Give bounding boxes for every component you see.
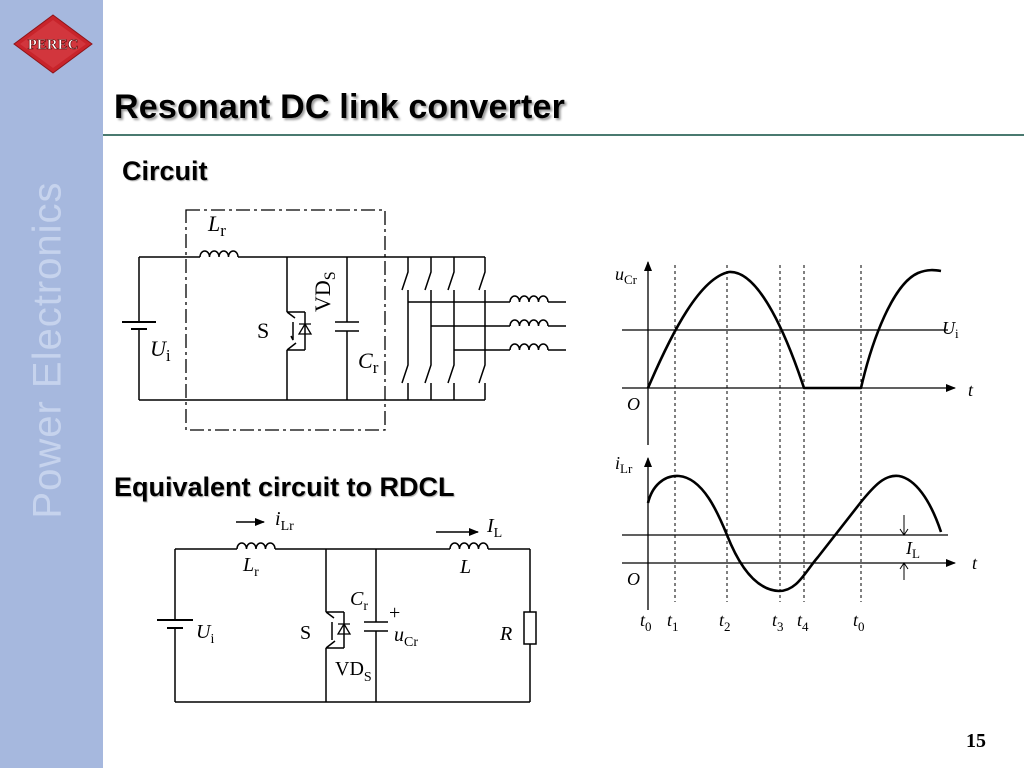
label-t2: t2 [719,610,731,634]
waveform-diagram: uCr Ui t O iLr IL t O t0 t1 t2 t3 t4 t0 [615,261,978,634]
label-t-upper: t [968,380,974,400]
label-t0: t0 [640,610,652,634]
label-t4: t4 [797,610,809,634]
waveform-labels: uCr Ui t O iLr IL t O t0 t1 t2 t3 t4 t0 [615,264,978,634]
equiv-label-ilr: iLr [275,508,294,534]
equiv-label-vds: VDS [335,658,372,685]
circuit-capacitor-cr [335,257,359,400]
equivalent-circuit [157,518,537,703]
label-t1: t1 [667,610,679,634]
equiv-dc-source [157,619,193,629]
slide-title: Resonant DC link converter [114,88,566,126]
circuit-inverter-leg-2 [424,257,432,400]
circuit-inverter-leg-1 [401,257,409,400]
circuit-switch-wire [286,257,306,400]
circuit-dc-source [122,321,156,330]
ilr-waveform [646,474,943,593]
equiv-label-r: R [499,623,512,645]
circuit-inductor-lr [199,250,239,258]
circuit-inverter-leg-4 [478,257,486,400]
equiv-label-l: L [459,556,471,578]
circuit-label-cr: Cr [358,348,379,377]
ucr-waveform [646,268,942,390]
section-heading-circuit: Circuit [122,156,208,186]
circuit-label-vds: VDS [310,271,339,312]
logo-text: PEREC [28,37,79,53]
circuit-label-s: S [257,318,269,343]
sidebar: PEREC Power Electronics [0,0,103,768]
equiv-label-lr: Lr [242,554,259,580]
circuit-label-lr: Lr [207,211,226,240]
equiv-label-il: IL [486,515,502,541]
label-o-upper: O [627,394,640,414]
waveform-curves [646,268,943,593]
equiv-label-ucr: uCr [394,624,418,650]
circuit-load-coils [509,295,549,351]
label-il: IL [905,538,920,561]
circuit-diode-vds [297,322,313,335]
logo-diamond-shade [20,20,86,68]
equiv-label-cr: Cr [350,588,368,614]
equiv-labels: iLr IL Lr L Cr + uCr S R Ui VDS [196,508,512,685]
equiv-switch [325,549,345,702]
equiv-label-s: S [300,622,311,644]
circuit-output-wires [408,301,566,351]
section-heading-equivalent: Equivalent circuit to RDCL [114,472,455,502]
circuit-label-ui: Ui [150,336,171,365]
circuit-labels: Lr VDS S Cr Ui [150,211,379,377]
equiv-resistor [523,611,537,645]
label-ucr: uCr [615,264,638,287]
circuit-diagram [122,209,566,431]
label-t-lower: t [972,553,978,573]
circuit-dashdot-box [185,209,386,431]
perec-logo: PEREC [13,14,93,74]
equiv-label-plus: + [389,602,400,624]
title-underline [103,134,1024,136]
equiv-label-ui: Ui [196,621,214,647]
equiv-diode [336,622,352,635]
waveform-time-markers [674,265,862,602]
equiv-inductor-lr [236,542,276,550]
label-o-lower: O [627,569,640,589]
il-dimension-marker [899,515,909,580]
equiv-capacitor [364,549,388,702]
page-number: 15 [966,730,986,752]
label-t0-end: t0 [853,610,865,634]
label-ilr: iLr [615,453,633,476]
label-t3: t3 [772,610,784,634]
label-ui: Ui [942,318,959,341]
circuit-inverter-leg-3 [447,257,455,400]
equiv-inductor-l [449,542,489,550]
